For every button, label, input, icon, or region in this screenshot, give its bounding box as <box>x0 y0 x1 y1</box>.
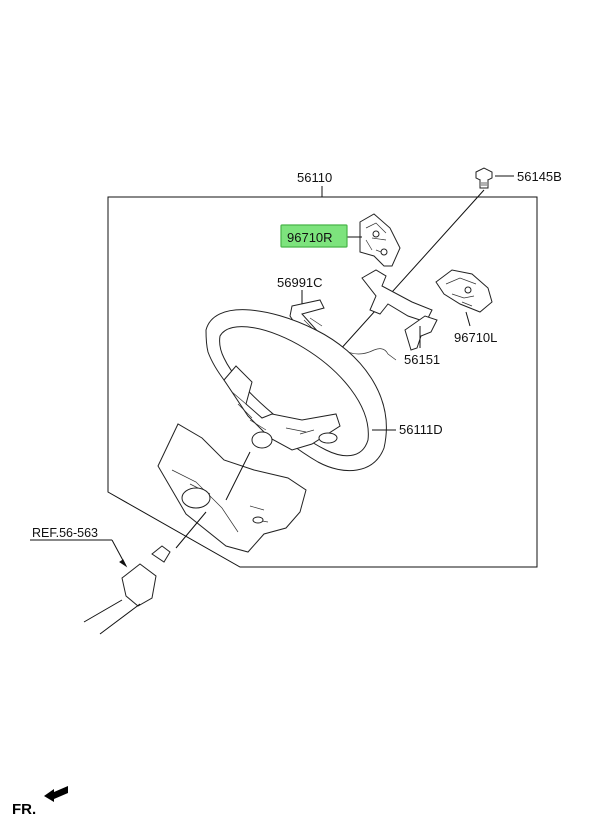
steering-wheel-part[interactable] <box>205 309 387 472</box>
front-direction-marker: FR. <box>12 786 68 818</box>
label-96710r[interactable]: 96710R <box>287 230 333 245</box>
label-96710l[interactable]: 96710L <box>454 330 497 345</box>
switch-left-part[interactable] <box>435 269 493 313</box>
label-56145b[interactable]: 56145B <box>517 169 562 184</box>
label-56111d[interactable]: 56111D <box>399 422 443 437</box>
switch-right-highlight <box>280 224 348 248</box>
label-56110[interactable]: 56110 <box>297 170 332 185</box>
front-arrow-icon <box>44 786 68 802</box>
switch-right-part[interactable] <box>359 213 401 267</box>
label-ref-56-563[interactable]: REF.56-563 <box>32 526 98 540</box>
label-56151[interactable]: 56151 <box>404 352 440 367</box>
front-label: FR. <box>12 801 36 818</box>
assembly-frame <box>107 196 538 568</box>
bolt-part[interactable] <box>475 167 493 189</box>
steering-column-part <box>83 545 171 635</box>
bracket-part[interactable] <box>343 269 438 361</box>
label-56991c[interactable]: 56991C <box>277 275 323 290</box>
